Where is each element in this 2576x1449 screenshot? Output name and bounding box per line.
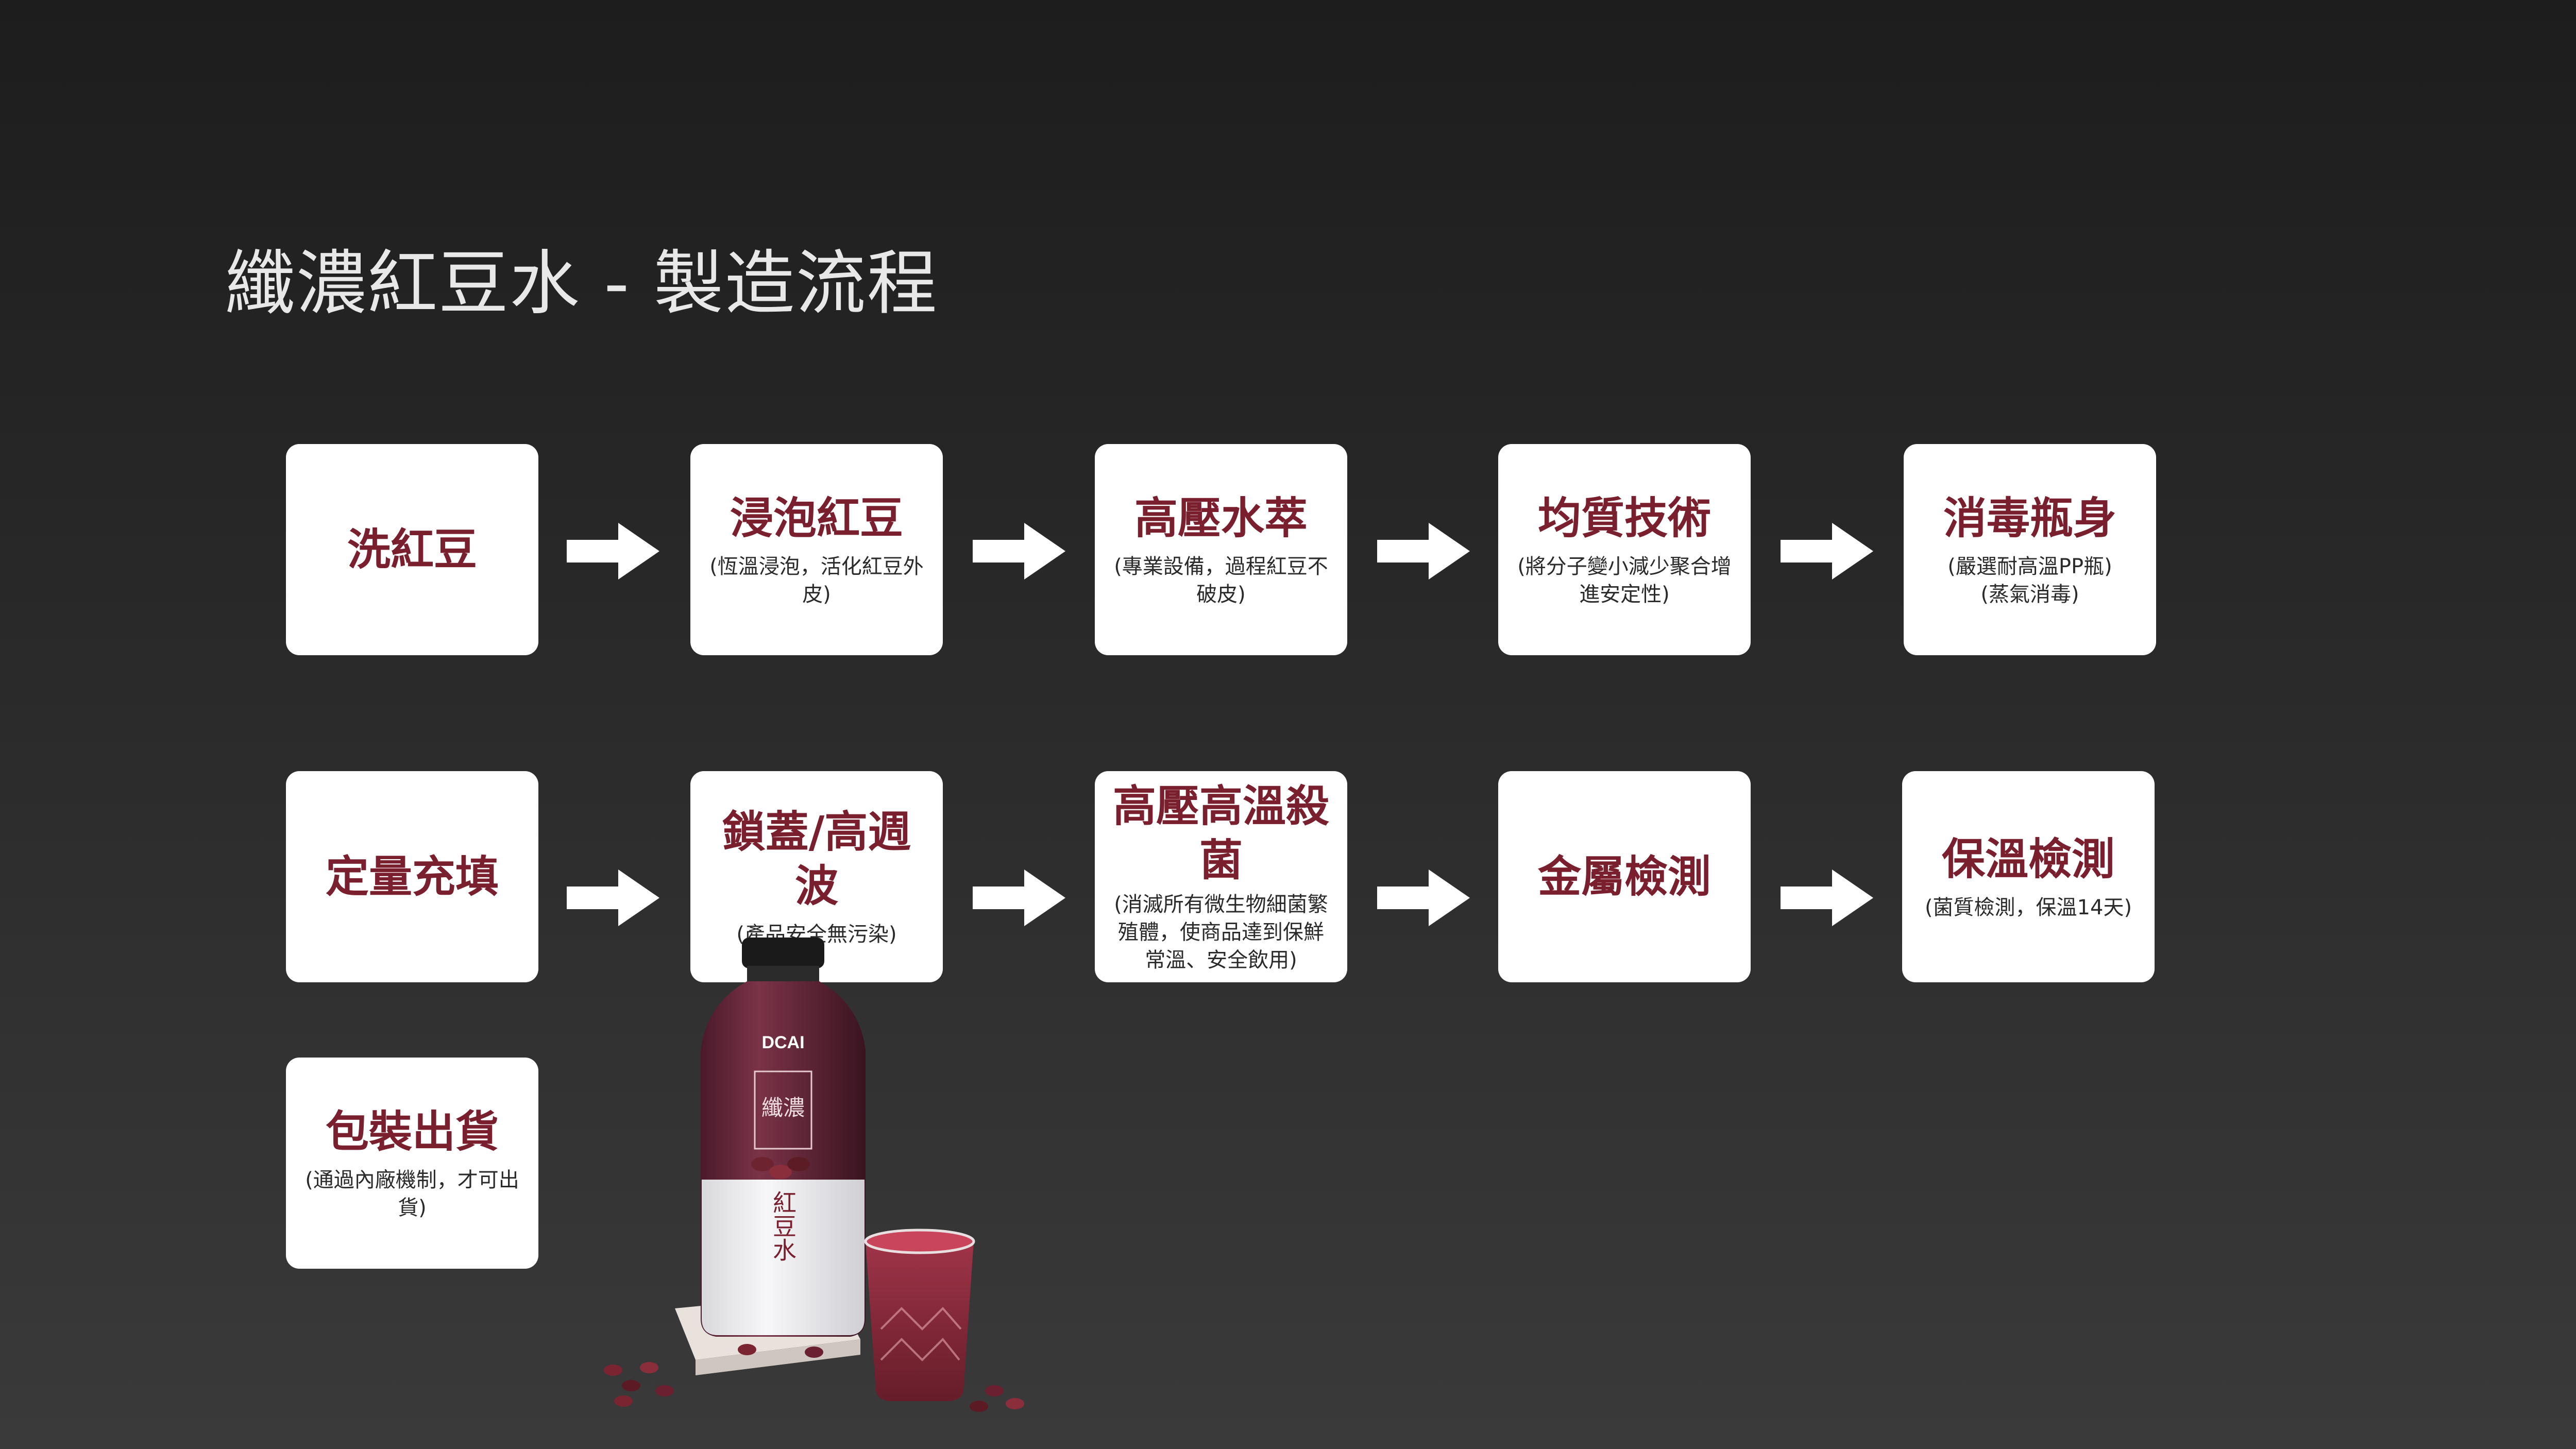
step-title: 洗紅豆 — [347, 524, 477, 575]
step-subtitle: (專業設備，過程紅豆不破皮) — [1114, 554, 1328, 606]
flow-arrow-icon — [1781, 523, 1873, 579]
step-title: 浸泡紅豆 — [730, 492, 903, 543]
flow-arrow-icon — [973, 523, 1065, 579]
step-subtitle: (通過內廠機制，才可出貨) — [305, 1168, 519, 1220]
flow-arrow-icon — [1781, 870, 1873, 926]
product-image: DCAI 纖濃 紅豆水 — [592, 937, 1036, 1417]
flow-arrow-icon — [973, 870, 1065, 926]
step-title: 定量充填 — [325, 851, 499, 902]
step-title: 消毒瓶身 — [1943, 492, 2116, 543]
step-sterilize-bottles: 消毒瓶身 (嚴選耐高溫PP瓶) (蒸氣消毒) — [1904, 444, 2156, 655]
step-title: 高壓水萃 — [1134, 492, 1308, 543]
step-title: 高壓高溫殺菌 — [1112, 781, 1329, 885]
step-high-pressure-extraction: 高壓水萃 (專業設備，過程紅豆不破皮) — [1095, 444, 1347, 655]
brand-text: DCAI — [761, 1033, 804, 1052]
step-title: 金屬檢測 — [1537, 851, 1711, 902]
step-subtitle: (消滅所有微生物細菌繁殖體，使商品達到保鮮常溫、安全飲用) — [1114, 893, 1328, 972]
step-incubation-test: 保溫檢測 (菌質檢測，保溫14天) — [1902, 771, 2155, 982]
flow-arrow-icon — [1377, 523, 1470, 579]
step-metal-detection: 金屬檢測 — [1498, 771, 1751, 982]
page-title: 纖濃紅豆水 - 製造流程 — [225, 243, 938, 325]
flow-arrow-icon — [567, 870, 659, 926]
step-homogenization: 均質技術 (將分子變小減少聚合增進安定性) — [1498, 444, 1751, 655]
step-soak-beans: 浸泡紅豆 (恆溫浸泡，活化紅豆外皮) — [690, 444, 943, 655]
step-quantitative-filling: 定量充填 — [286, 771, 538, 982]
glass — [866, 1241, 974, 1401]
step-packaging-shipping: 包裝出貨 (通過內廠機制，才可出貨) — [286, 1058, 538, 1269]
step-subtitle: (菌質檢測，保溫14天) — [1924, 895, 2132, 919]
step-title: 鎖蓋/高週波 — [722, 807, 911, 911]
step-title: 均質技術 — [1537, 492, 1711, 543]
step-subtitle: (嚴選耐高溫PP瓶) (蒸氣消毒) — [1947, 554, 2112, 606]
step-title: 保溫檢測 — [1941, 833, 2115, 884]
step-subtitle: (將分子變小減少聚合增進安定性) — [1517, 554, 1732, 606]
bottle-cap — [742, 937, 824, 968]
flow-arrow-icon — [1377, 870, 1470, 926]
bottle-label-text: 紅豆水 — [769, 1190, 797, 1262]
flow-arrow-icon — [567, 523, 659, 579]
bottle-label — [702, 1180, 865, 1335]
step-wash-beans: 洗紅豆 — [286, 444, 538, 655]
svg-text:纖濃: 纖濃 — [761, 1095, 805, 1120]
step-title: 包裝出貨 — [325, 1106, 499, 1157]
step-retort-sterilization: 高壓高溫殺菌 (消滅所有微生物細菌繁殖體，使商品達到保鮮常溫、安全飲用) — [1095, 771, 1347, 982]
step-subtitle: (恆溫浸泡，活化紅豆外皮) — [709, 554, 924, 606]
